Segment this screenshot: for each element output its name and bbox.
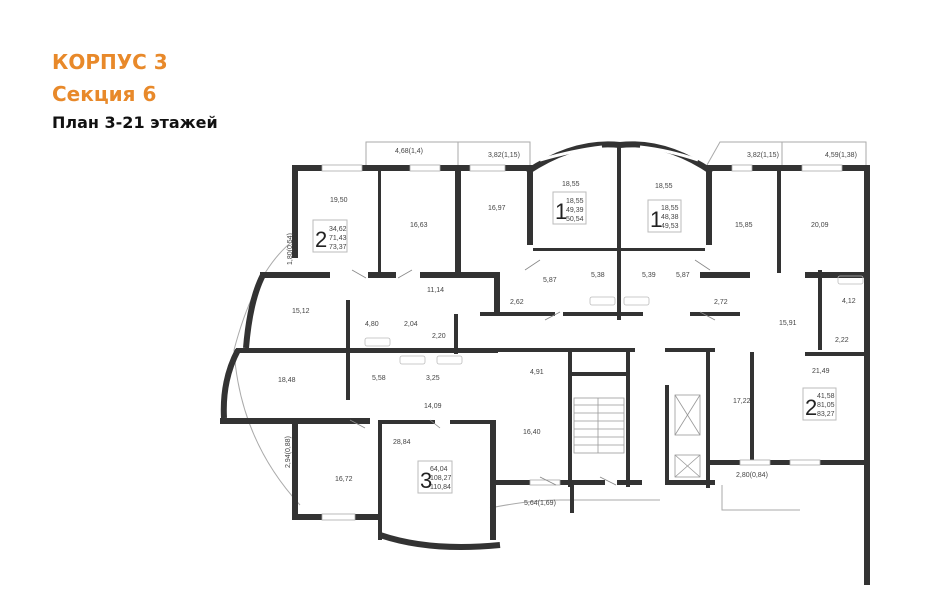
room-area: 5,87 bbox=[676, 272, 690, 279]
apartment-total-area: 49,39 bbox=[566, 207, 584, 214]
room-area: 2,04 bbox=[404, 321, 418, 328]
room-area: 18,55 bbox=[655, 183, 673, 190]
room-area: 16,40 bbox=[523, 429, 541, 436]
room-area: 15,91 bbox=[779, 320, 797, 327]
apartment-card[interactable]: 3 64,04 108,27 110,84 bbox=[417, 460, 453, 494]
apartment-rooms: 1 bbox=[650, 207, 662, 232]
apartment-rooms: 3 bbox=[420, 468, 432, 493]
balcony-area: 2,94(0,88) bbox=[285, 436, 292, 468]
room-area: 5,58 bbox=[372, 375, 386, 382]
apartment-total-area: 48,38 bbox=[661, 214, 679, 221]
apartment-total-balcony-area: 83,27 bbox=[817, 411, 835, 418]
room-area: 19,50 bbox=[330, 197, 348, 204]
apartment-total-balcony-area: 73,37 bbox=[329, 244, 347, 251]
room-area: 18,48 bbox=[278, 377, 296, 384]
apartment-total-balcony-area: 50,54 bbox=[566, 216, 584, 223]
apartment-total-area: 81,05 bbox=[817, 402, 835, 409]
room-area: 16,72 bbox=[335, 476, 353, 483]
balcony-area: 3,82(1,15) bbox=[488, 152, 520, 159]
room-area: 5,39 bbox=[642, 272, 656, 279]
doors bbox=[349, 259, 716, 486]
building-title: КОРПУС 3 bbox=[52, 50, 168, 74]
apartment-living-area: 18,55 bbox=[661, 205, 679, 212]
room-area: 4,91 bbox=[530, 369, 544, 376]
floor-plan-subtitle: План 3-21 этажей bbox=[52, 113, 218, 132]
room-area: 5,38 bbox=[591, 272, 605, 279]
apartment-total-balcony-area: 110,84 bbox=[430, 484, 451, 491]
room-area: 2,72 bbox=[714, 299, 728, 306]
windows bbox=[321, 164, 843, 521]
apartment-card[interactable]: 2 34,62 71,43 73,37 bbox=[312, 219, 348, 253]
bathroom-fixtures bbox=[364, 275, 864, 365]
balcony-outlines bbox=[233, 141, 867, 511]
balcony-labels: 4,68(1,4) 3,82(1,15) 3,82(1,15) 4,59(1,3… bbox=[285, 148, 857, 507]
room-area: 5,87 bbox=[543, 277, 557, 284]
apartment-total-balcony-area: 49,53 bbox=[661, 223, 679, 230]
room-area: 2,62 bbox=[510, 299, 524, 306]
apartment-total-area: 71,43 bbox=[329, 235, 347, 242]
apartment-living-area: 18,55 bbox=[566, 198, 584, 205]
room-area: 17,22 bbox=[733, 398, 751, 405]
apartment-rooms: 1 bbox=[555, 199, 567, 224]
section-title: Секция 6 bbox=[52, 82, 157, 106]
room-area: 15,85 bbox=[735, 222, 753, 229]
elevators bbox=[674, 394, 701, 478]
room-area: 4,80 bbox=[365, 321, 379, 328]
room-area: 14,09 bbox=[424, 403, 442, 410]
room-area: 4,12 bbox=[842, 298, 856, 305]
apartment-rooms: 2 bbox=[315, 227, 327, 252]
room-area: 20,09 bbox=[811, 222, 829, 229]
apartment-living-area: 64,04 bbox=[430, 466, 448, 473]
room-area: 16,97 bbox=[488, 205, 506, 212]
room-area: 3,25 bbox=[426, 375, 440, 382]
room-area: 28,84 bbox=[393, 439, 411, 446]
apartment-card[interactable]: 2 41,58 81,05 83,27 bbox=[802, 387, 837, 421]
apartment-rooms: 2 bbox=[805, 395, 817, 420]
room-area: 21,49 bbox=[812, 368, 830, 375]
room-area: 2,20 bbox=[432, 333, 446, 340]
room-area: 11,14 bbox=[427, 287, 444, 294]
room-area: 18,55 bbox=[562, 181, 580, 188]
stairwell bbox=[573, 397, 625, 454]
walls bbox=[220, 141, 870, 585]
apartment-living-area: 34,62 bbox=[329, 226, 347, 233]
room-area: 15,12 bbox=[292, 308, 310, 315]
room-area: 16,63 bbox=[410, 222, 428, 229]
apartment-total-area: 108,27 bbox=[430, 475, 452, 482]
apartment-living-area: 41,58 bbox=[817, 393, 835, 400]
balcony-area: 4,68(1,4) bbox=[395, 148, 423, 155]
balcony-area: 1,80(0,54) bbox=[287, 233, 294, 265]
balcony-area: 4,59(1,38) bbox=[825, 152, 857, 159]
balcony-area: 2,80(0,84) bbox=[736, 472, 768, 479]
balcony-area: 5,64(1,69) bbox=[524, 500, 556, 507]
apartment-card[interactable]: 1 18,55 49,39 50,54 bbox=[552, 191, 587, 225]
room-area: 2,22 bbox=[835, 337, 849, 344]
room-labels: 19,50 16,63 16,97 18,55 18,55 15,85 20,0… bbox=[278, 181, 856, 483]
balcony-area: 3,82(1,15) bbox=[747, 152, 779, 159]
apartment-card[interactable]: 1 18,55 48,38 49,53 bbox=[647, 199, 682, 233]
